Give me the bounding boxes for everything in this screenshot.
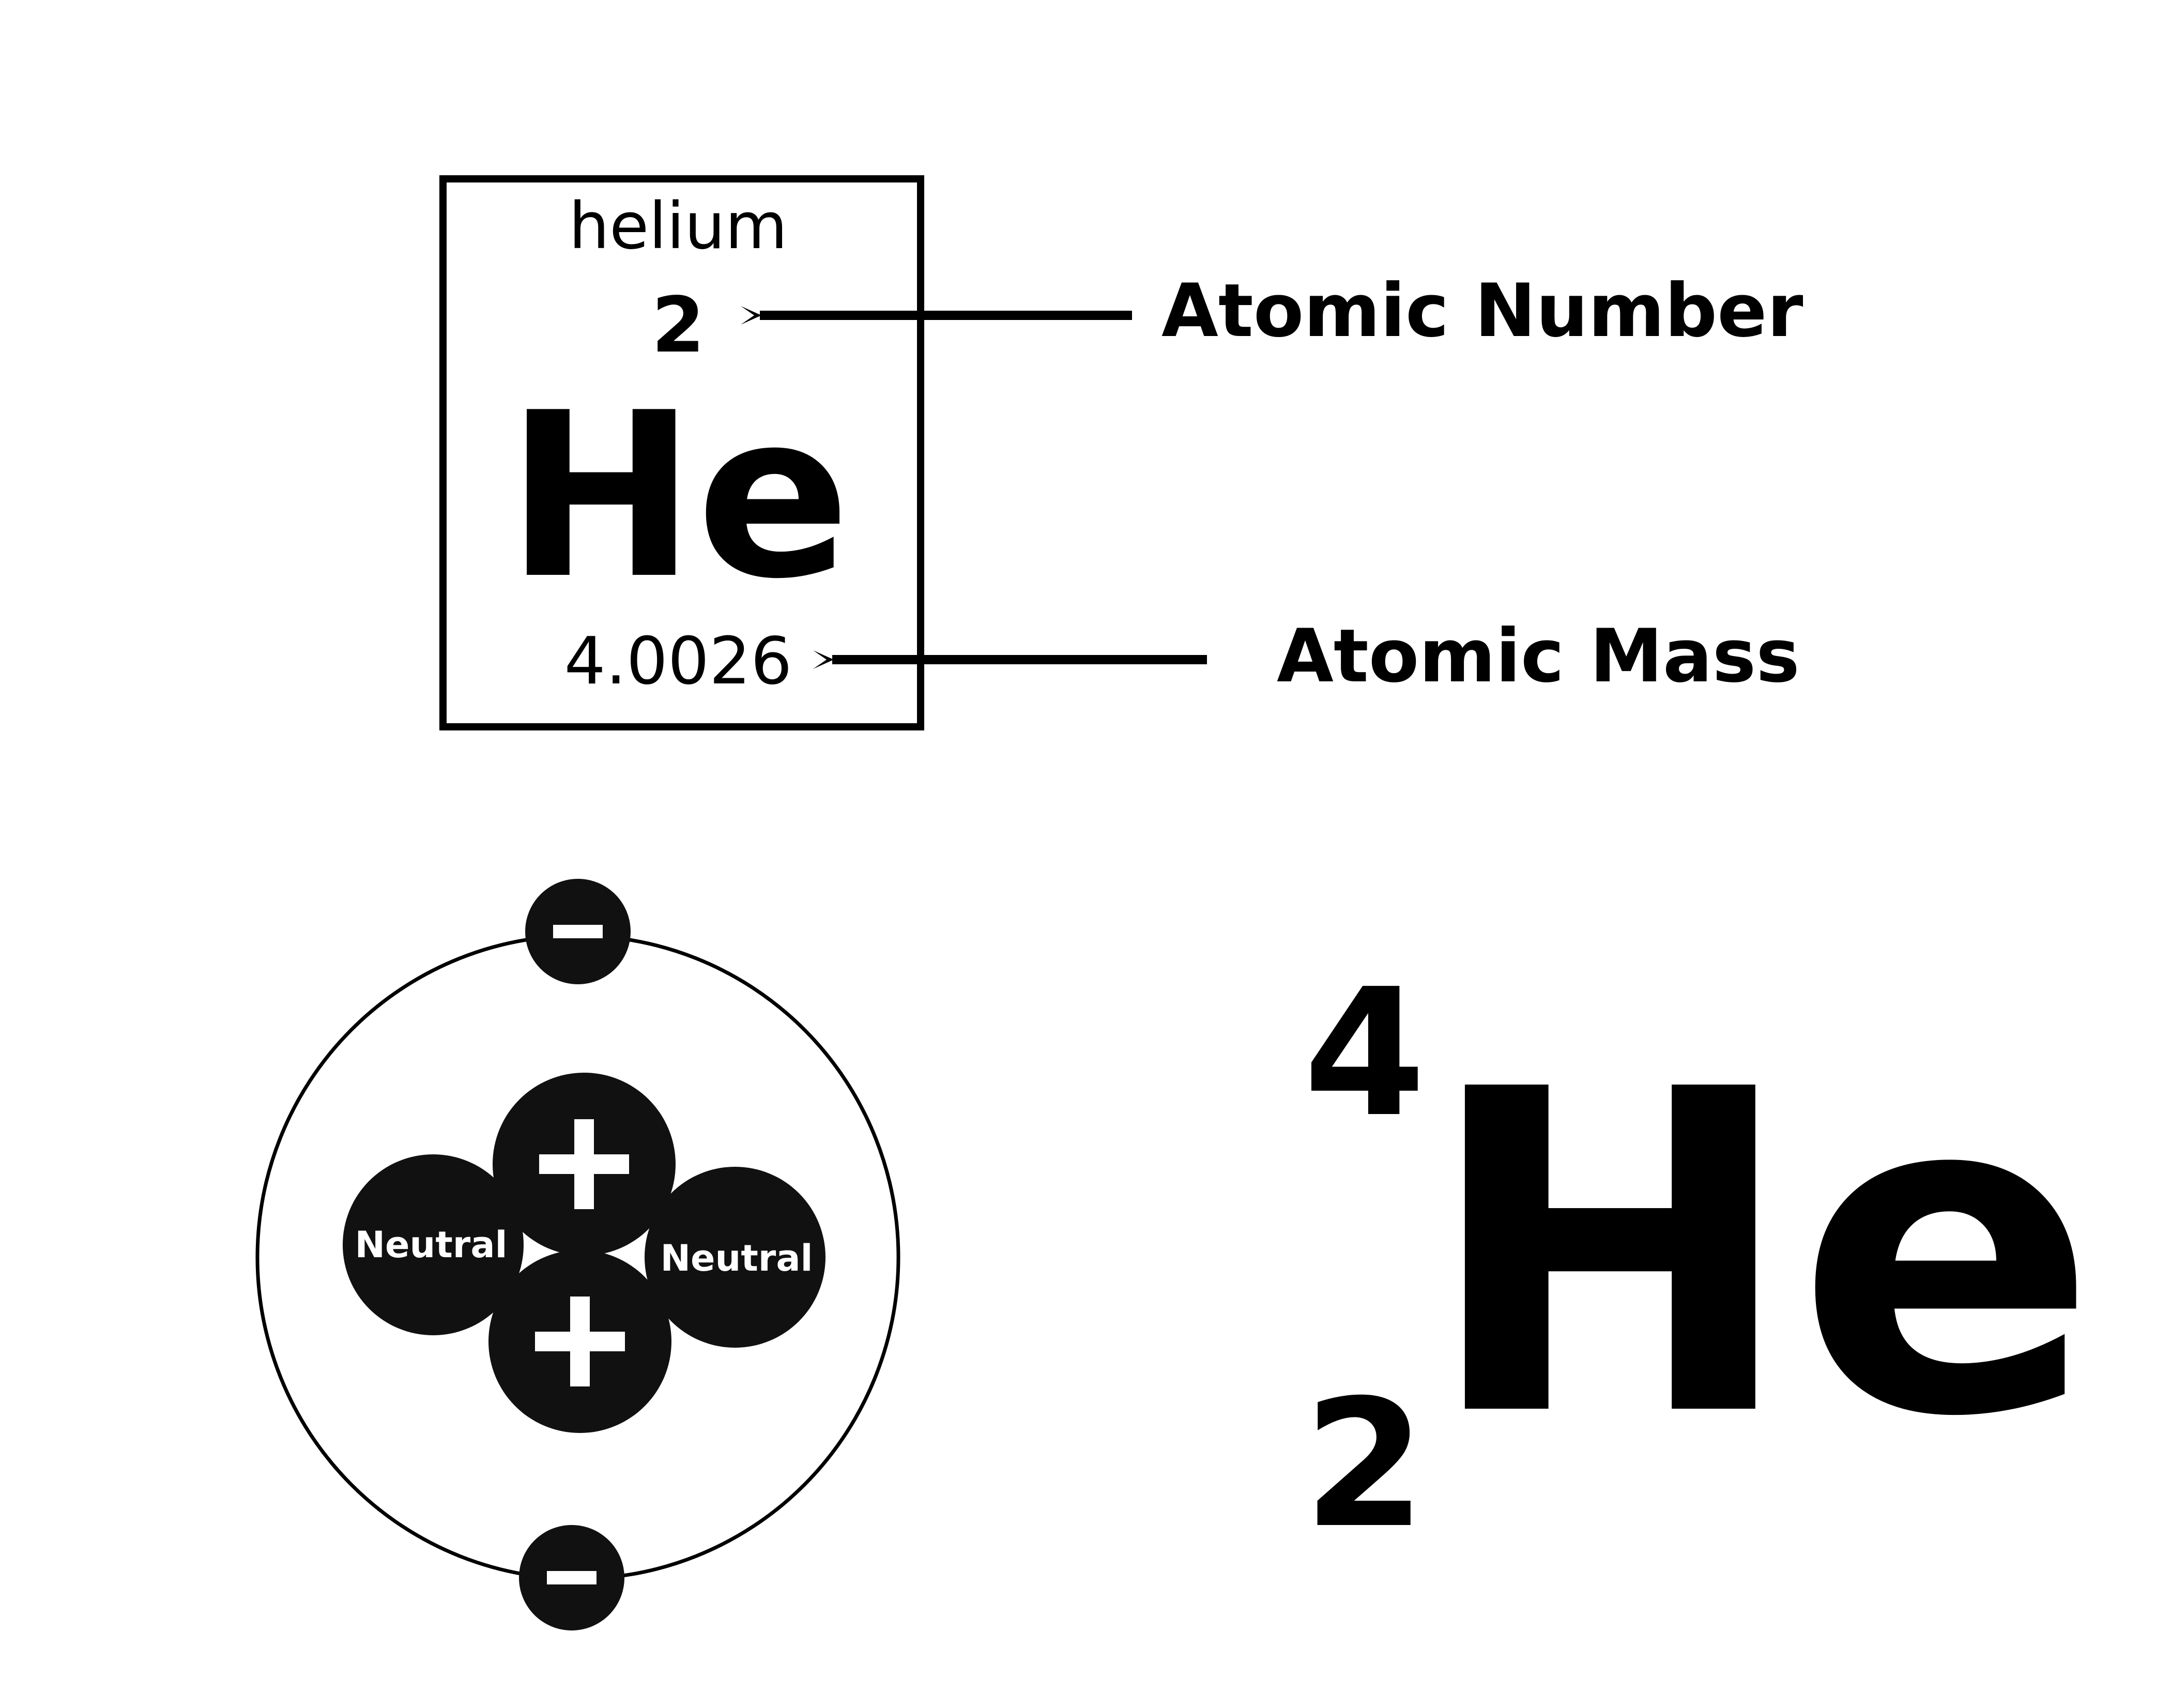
element-card: helium 2 He 4.0026 bbox=[439, 175, 924, 730]
nucleus: Neutral Neutral bbox=[343, 1073, 825, 1433]
element-name: helium bbox=[569, 189, 787, 264]
atom-model: Neutral Neutral bbox=[255, 879, 900, 1630]
proton-top bbox=[493, 1073, 676, 1256]
atomic-number-label: Atomic Number bbox=[1161, 268, 1803, 354]
nuclide-atomic-number: 2 bbox=[1304, 1362, 1426, 1567]
electron-bottom bbox=[519, 1525, 624, 1630]
neutron-left: Neutral bbox=[343, 1154, 524, 1335]
element-symbol: He bbox=[506, 364, 851, 629]
plus-icon-vertical bbox=[574, 1119, 594, 1209]
neutron-particle bbox=[343, 1154, 524, 1335]
plus-icon-vertical bbox=[570, 1297, 590, 1386]
neutron-label: Neutral bbox=[660, 1237, 813, 1279]
atomic-number-callout: Atomic Number bbox=[741, 268, 1803, 354]
element-card-border bbox=[439, 175, 924, 730]
neutron-particle bbox=[645, 1167, 825, 1348]
element-atomic-number: 2 bbox=[652, 281, 705, 370]
minus-icon bbox=[553, 925, 603, 938]
nuclide-notation: 4 2 He bbox=[1304, 951, 2098, 1567]
element-atomic-mass: 4.0026 bbox=[564, 623, 792, 699]
minus-icon bbox=[547, 1571, 597, 1584]
neutron-right: Neutral bbox=[645, 1167, 825, 1348]
proton-bottom bbox=[488, 1250, 671, 1433]
atomic-mass-label: Atomic Mass bbox=[1277, 614, 1800, 699]
atomic-mass-callout: Atomic Mass bbox=[813, 614, 1800, 699]
mass-number: 4 bbox=[1304, 951, 1426, 1156]
neutron-label: Neutral bbox=[355, 1224, 507, 1266]
electron-top bbox=[525, 879, 631, 984]
nuclide-symbol: He bbox=[1424, 996, 2098, 1514]
